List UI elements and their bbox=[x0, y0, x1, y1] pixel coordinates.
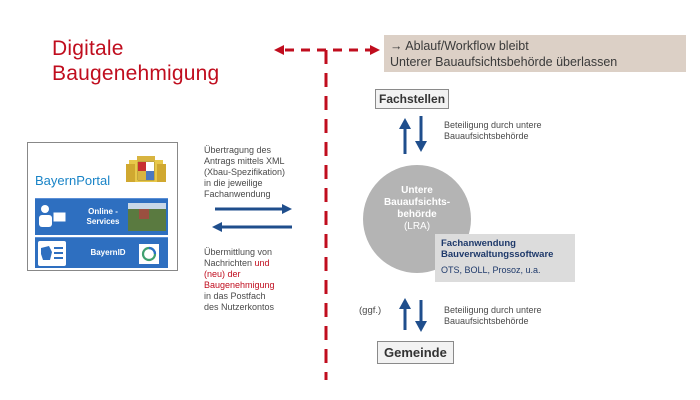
page-title: Digitale Baugenehmigung bbox=[52, 36, 219, 86]
transfer-to-line-1: Übertragung des bbox=[204, 145, 272, 155]
transfer-to-line-3-text: (Xbau-Spezifikation) bbox=[204, 167, 286, 177]
transfer-to-line-4: in die jeweilige bbox=[204, 178, 263, 188]
software-box: Fachanwendung Bauverwaltungssoftware OTS… bbox=[435, 234, 575, 282]
online-services-tile[interactable]: Online - Services bbox=[35, 198, 168, 235]
online-services-label: Online - Services bbox=[81, 207, 125, 227]
arrow-right-head-icon bbox=[282, 204, 292, 214]
participation-bottom-line-1: Beteiligung durch untere bbox=[444, 305, 542, 315]
monitor-icon bbox=[52, 211, 67, 223]
transfer-back-line-1: Übermittlung von bbox=[204, 247, 275, 258]
transfer-to-line-3: (Xbau-Spezifikation) bbox=[204, 167, 285, 178]
software-vendors: OTS, BOLL, Prosoz, u.a. bbox=[441, 265, 575, 275]
transfer-to-text: Übertragung des Antrags mittels XML (Xba… bbox=[204, 145, 285, 200]
red-arrow-right-icon bbox=[370, 45, 380, 55]
transfer-back-line-3: (neu) der bbox=[204, 269, 241, 279]
title-line-2: Baugenehmigung bbox=[52, 62, 220, 85]
transfer-to-line-5: Fachanwendung bbox=[204, 189, 271, 199]
bavarian-coat-of-arms-icon bbox=[125, 154, 167, 186]
transfer-back-text: Übermittlung von Nachrichten und (neu) d… bbox=[204, 247, 275, 313]
software-line-2: Bauverwaltungssoftware bbox=[441, 249, 554, 260]
participation-top-line-2: Bauaufsichtsbehörde bbox=[444, 131, 529, 141]
authority-line-3: behörde bbox=[397, 209, 437, 220]
bayernid-tile[interactable]: BayernID bbox=[35, 237, 168, 268]
participation-top-line-1: Beteiligung durch untere bbox=[444, 120, 542, 130]
arrow-down-gemeinde-icon bbox=[415, 321, 427, 332]
transfer-back-line-2-highlight: und bbox=[254, 258, 270, 268]
transfer-back-line-2-text: Nachrichten bbox=[204, 258, 255, 268]
transfer-back-line-2: Nachrichten und bbox=[204, 258, 275, 269]
note-line-2: Unterer Bauaufsichtsbehörde überlassen bbox=[390, 55, 618, 69]
online-services-line-2: Services bbox=[86, 217, 120, 226]
authority-line-4: (LRA) bbox=[403, 221, 431, 232]
participation-bottom: Beteiligung durch untere Bauaufsichtsbeh… bbox=[444, 305, 542, 327]
bayernportal-brand: BayernPortal bbox=[35, 173, 111, 188]
participation-bottom-line-2: Bauaufsichtsbehörde bbox=[444, 316, 529, 326]
transfer-back-line-1-text: Übermittlung von bbox=[204, 247, 273, 257]
software-vendors-text: OTS, BOLL, Prosoz, u.a. bbox=[441, 265, 541, 275]
authority-label: Untere Bauaufsichts- behörde (LRA) bbox=[363, 185, 471, 233]
bayernid-label: BayernID bbox=[90, 248, 126, 257]
workflow-note: → Ablauf/Workflow bleibt Unterer Bauaufs… bbox=[384, 35, 686, 72]
online-services-line-1: Online - bbox=[88, 207, 118, 216]
software-line-1: Fachanwendung bbox=[441, 238, 516, 249]
participation-top: Beteiligung durch untere Bauaufsichtsbeh… bbox=[444, 120, 542, 142]
red-arrow-left-icon bbox=[274, 45, 284, 55]
title-line-1: Digitale bbox=[52, 37, 124, 60]
note-line-1: → Ablauf/Workflow bleibt bbox=[390, 39, 529, 53]
person-icon bbox=[41, 205, 49, 213]
transfer-back-line-4: Baugenehmigung bbox=[204, 280, 275, 290]
arrow-up-authority-icon bbox=[399, 298, 411, 309]
transfer-back-line-5: in das Postfach bbox=[204, 291, 266, 301]
authority-line-1: Untere bbox=[401, 185, 433, 196]
authority-line-2: Bauaufsichts- bbox=[383, 197, 451, 208]
arrow-left-head-icon bbox=[212, 222, 222, 232]
node-gemeinde: Gemeinde bbox=[377, 341, 454, 364]
node-fachstellen: Fachstellen bbox=[375, 89, 450, 109]
optional-label: (ggf.) bbox=[359, 305, 382, 316]
arrow-down-authority-icon bbox=[415, 141, 427, 152]
arrow-up-fachstellen-icon bbox=[399, 118, 411, 129]
transfer-back-line-6: des Nutzerkontos bbox=[204, 302, 275, 312]
transfer-to-line-2: Antrags mittels XML bbox=[204, 156, 285, 166]
